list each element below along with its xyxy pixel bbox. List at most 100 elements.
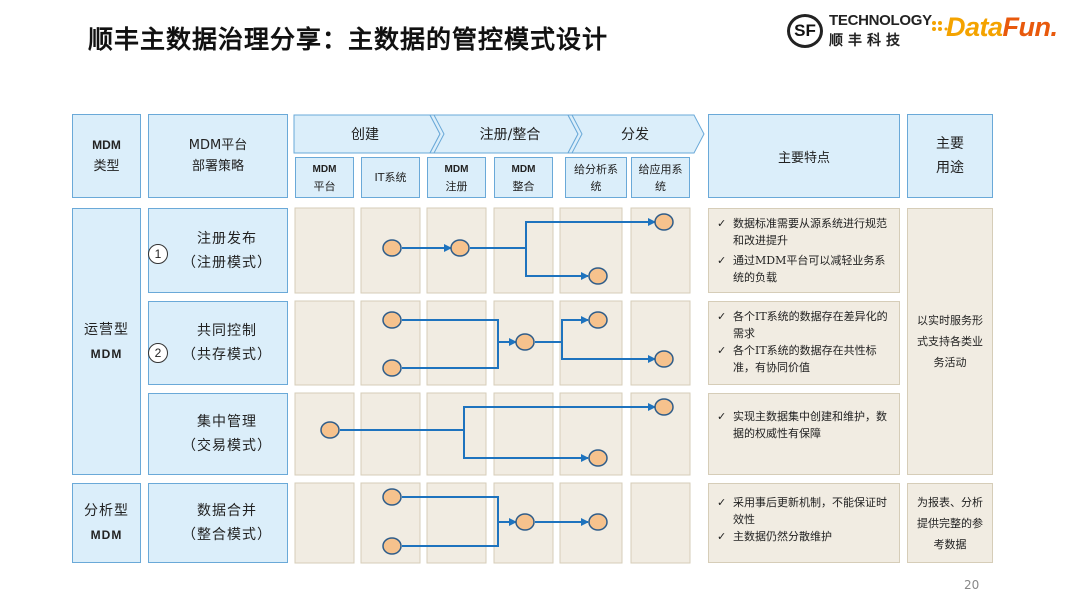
- group-analytical-line1: 分析型: [84, 503, 129, 519]
- header-deploy-strategy: MDM平台 部署策略: [148, 114, 288, 198]
- phase-create: 创建: [351, 127, 379, 143]
- flow-r2-bottom: [402, 342, 499, 369]
- feature-4-2: 主数据仍然分散维护: [717, 528, 893, 545]
- subheader-3-l1: MDM: [511, 163, 536, 175]
- flow-r1-branch-down: [525, 248, 589, 280]
- flow-r2-integrate-down: [561, 342, 656, 363]
- header-usage: 主要用途: [907, 114, 993, 198]
- flow-r2-top: [402, 319, 517, 346]
- flow-grid: [294, 207, 691, 564]
- flow-r2-integrate: [535, 316, 589, 343]
- header-features: 主要特点: [708, 114, 900, 198]
- datafun-logo-data: Data: [946, 12, 1003, 42]
- header-type-line2: 类型: [93, 159, 120, 174]
- flow-r4-bottom: [402, 522, 499, 547]
- node-r3-app: [654, 398, 674, 416]
- node-r2-integrate: [515, 333, 535, 351]
- node-r3-platform: [320, 421, 340, 439]
- datafun-logo: DataFun.: [946, 12, 1058, 43]
- feature-1-2: 通过MDM平台可以减轻业务系统的负载: [717, 252, 893, 286]
- node-r1-it: [382, 239, 402, 257]
- subheader-it-system: IT系统: [361, 157, 420, 198]
- subheader-2-l2: 注册: [445, 179, 468, 193]
- node-r4-integrate: [515, 513, 535, 531]
- strategy-1-mode: （共存模式）: [182, 347, 272, 363]
- row-number-1: 1: [148, 244, 168, 264]
- phase-distribute-shape: [567, 114, 705, 154]
- strategy-0-mode: （注册模式）: [182, 254, 272, 271]
- feature-2-1: 各个IT系统的数据存在差异化的需求: [717, 308, 893, 342]
- subheader-mdm-register: MDM 注册: [427, 157, 486, 198]
- header-usage-line1: 主要: [936, 136, 964, 152]
- node-r2-app: [654, 350, 674, 368]
- features-row-3: 实现主数据集中创建和维护，数据的权威性有保障: [708, 393, 900, 475]
- usage-operational: 以实时服务形式支持各类业务活动: [907, 208, 993, 475]
- features-row-2: 各个IT系统的数据存在差异化的需求 各个IT系统的数据存在共性标准，有协同价值: [708, 301, 900, 385]
- subheader-mdm-integrate: MDM 整合: [494, 157, 553, 198]
- flow-r3: [340, 403, 656, 431]
- subheader-mdm-platform: MDM 平台: [295, 157, 354, 198]
- feature-3-1: 实现主数据集中创建和维护，数据的权威性有保障: [717, 408, 893, 442]
- subheader-to-application: 给应用系统: [631, 157, 690, 198]
- subheader-5-l2: 统: [655, 179, 666, 193]
- strategy-1-name: 共同控制: [197, 323, 257, 339]
- feature-2-2: 各个IT系统的数据存在共性标准，有协同价值: [717, 342, 893, 376]
- phase-chevrons: [293, 114, 705, 154]
- node-r2-it-bottom: [382, 359, 402, 377]
- phase-register: 注册/整合: [479, 127, 541, 143]
- page-title: 顺丰主数据治理分享：主数据的管控模式设计: [88, 25, 609, 54]
- header-mdm-type: MDM 类型: [72, 114, 141, 198]
- header-strategy-line2: 部署策略: [191, 159, 244, 174]
- subheader-to-analytics: 给分析系统: [565, 157, 627, 198]
- features-row-1: 数据标准需要从源系统进行规范和改进提升 通过MDM平台可以减轻业务系统的负载: [708, 208, 900, 293]
- node-r4-it-top: [382, 488, 402, 506]
- strategy-3-mode: （整合模式）: [182, 527, 272, 543]
- feature-4-1: 采用事后更新机制，不能保证时效性: [717, 494, 893, 528]
- feature-1-1: 数据标准需要从源系统进行规范和改进提升: [717, 215, 893, 249]
- strategy-2-name: 集中管理: [197, 414, 257, 430]
- strategy-0-name: 注册发布: [197, 230, 257, 247]
- group-operational-line1: 运营型: [84, 321, 129, 338]
- strategy-data-merge: 数据合并 （整合模式）: [148, 483, 288, 563]
- strategy-central-manage: 集中管理 （交易模式）: [148, 393, 288, 475]
- header-usage-line2: 用途: [936, 160, 964, 176]
- strategy-3-name: 数据合并: [197, 503, 257, 519]
- row-number-2: 2: [148, 343, 168, 363]
- node-r1-reg: [450, 239, 470, 257]
- header-type-line1: MDM: [92, 138, 121, 152]
- usage-analytical: 为报表、分析提供完整的参考数据: [907, 483, 993, 563]
- node-r2-analytics: [588, 311, 608, 329]
- header-strategy-line1: MDM平台: [188, 138, 248, 153]
- datafun-dots-icon: [932, 21, 948, 31]
- flow-r3-down: [463, 430, 589, 462]
- datafun-logo-fun: Fun.: [1002, 12, 1058, 42]
- phase-distribute: 分发: [621, 127, 649, 143]
- strategy-register-publish: 注册发布 （注册模式）: [148, 208, 288, 293]
- subheader-3-l2: 整合: [512, 179, 535, 193]
- subheader-0-l2: 平台: [313, 179, 336, 193]
- strategy-co-control: 共同控制 （共存模式）: [148, 301, 288, 385]
- group-operational-mdm: 运营型 MDM: [72, 208, 141, 475]
- subheader-4-l1: 给分析系: [574, 162, 618, 176]
- node-r1-app: [654, 213, 674, 231]
- flow-r1-branch: [470, 218, 656, 249]
- strategy-2-mode: （交易模式）: [182, 438, 272, 454]
- subheader-1-l1: IT系统: [374, 171, 407, 184]
- group-operational-line2: MDM: [90, 346, 123, 361]
- node-r4-analytics: [588, 513, 608, 531]
- page-number: 20: [964, 578, 980, 592]
- node-r1-analytics: [588, 267, 608, 285]
- node-r3-analytics: [588, 449, 608, 467]
- sf-logo-cn: 顺丰科技: [829, 33, 905, 49]
- group-analytical-line2: MDM: [90, 528, 123, 542]
- subheader-0-l1: MDM: [312, 163, 337, 175]
- flow-r4-top: [402, 496, 517, 526]
- node-r4-it-bottom: [382, 537, 402, 555]
- sf-logo-tech: TECHNOLOGY: [829, 12, 932, 29]
- group-analytical-mdm: 分析型 MDM: [72, 483, 141, 563]
- subheader-2-l1: MDM: [444, 163, 469, 175]
- subheader-5-l1: 给应用系: [638, 162, 683, 176]
- subheader-4-l2: 统: [590, 179, 602, 193]
- sf-logo-mark: SF: [787, 14, 823, 48]
- node-r2-it-top: [382, 311, 402, 329]
